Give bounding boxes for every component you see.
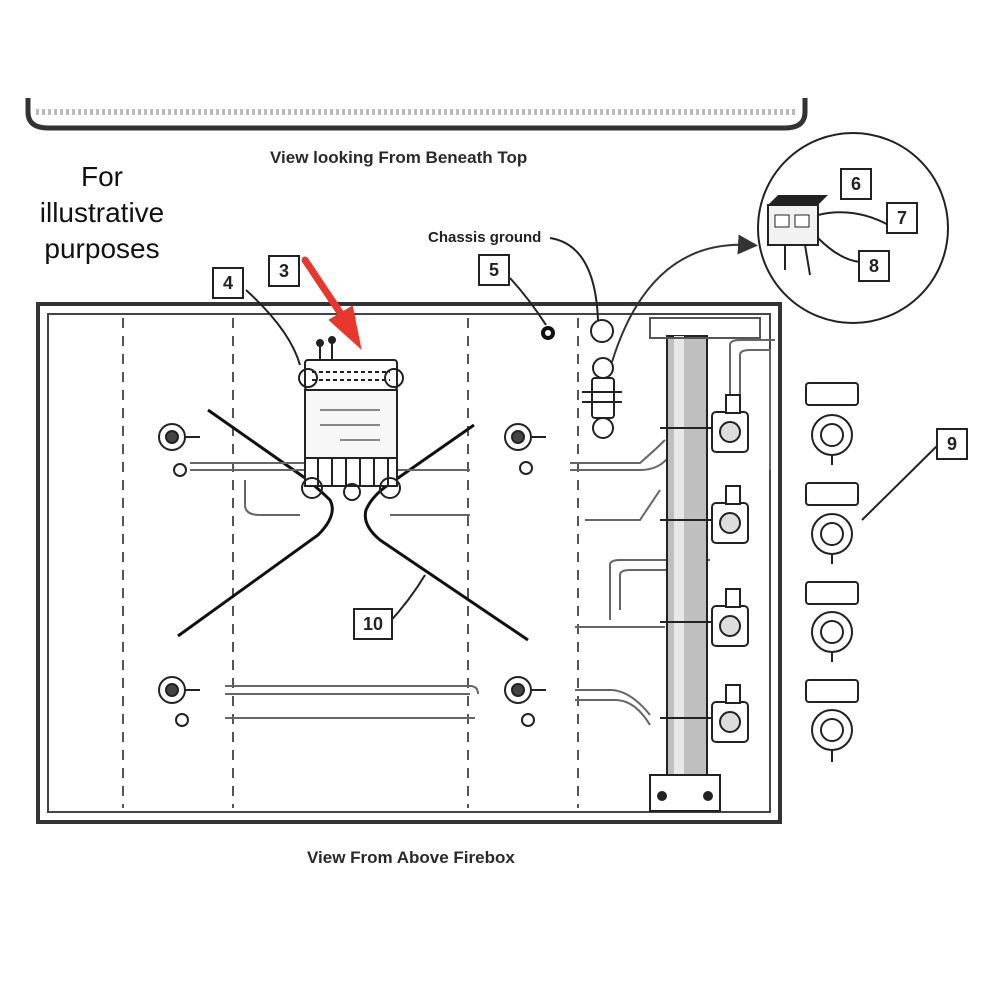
gas-fitting: [582, 357, 622, 439]
note-line-1: For: [81, 161, 123, 192]
leader-lines: [245, 237, 941, 625]
detail-inset: [757, 132, 949, 324]
burner-tubes: [190, 339, 775, 726]
red-arrow: [301, 256, 362, 350]
burner-guides: [122, 318, 579, 808]
gas-manifold: [649, 317, 761, 812]
callout-6: 6: [840, 168, 872, 200]
note-line-2: illustrative: [39, 197, 165, 228]
chassis-ground-ring: [590, 319, 614, 343]
callout-8: 8: [858, 250, 890, 282]
callout-7: 7: [886, 202, 918, 234]
illustrative-note: For illustrative purposes: [2, 159, 202, 267]
bottom-view-caption: View From Above Firebox: [307, 848, 515, 867]
callout-10: 10: [353, 608, 393, 640]
top-view-caption: View looking From Beneath Top: [270, 148, 528, 167]
callout-3: 3: [268, 255, 300, 287]
note-line-3: purposes: [44, 233, 160, 264]
burner-igniters: [158, 423, 546, 727]
callout-5: 5: [478, 254, 510, 286]
callout-9: 9: [936, 428, 968, 460]
burner-valves: [660, 394, 749, 743]
detail-arrow: [611, 234, 758, 363]
chassis-ground-label: Chassis ground: [428, 229, 542, 246]
top-panel-outline: [25, 98, 808, 131]
spark-module: [298, 336, 404, 501]
callout-4: 4: [212, 267, 244, 299]
control-knobs: [805, 382, 859, 762]
firebox-frame: [36, 302, 782, 824]
